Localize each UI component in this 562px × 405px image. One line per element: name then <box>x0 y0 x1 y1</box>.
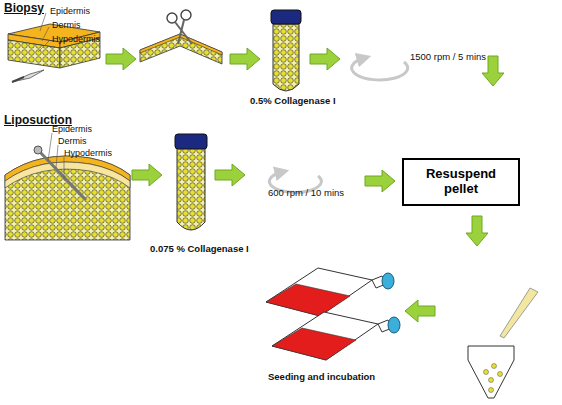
layer-label: Hypodermis <box>52 35 100 45</box>
pellet-tube <box>468 346 514 398</box>
centrifuge-label: 1500 rpm / 5 mins <box>410 52 486 62</box>
centrifuge-label: 600 rpm / 10 mins <box>268 188 344 198</box>
layer-label: Epidermis <box>50 7 90 17</box>
culture-flask <box>272 312 400 360</box>
layer-label: Epidermis <box>52 125 92 135</box>
skin-block <box>8 13 100 68</box>
layer-label: Dermis <box>58 137 87 147</box>
reagent-label: 0.5% Collagenase I <box>250 96 336 106</box>
layer-label: Hypodermis <box>64 149 112 159</box>
scissors-cut <box>140 10 222 64</box>
tube <box>271 10 301 91</box>
culture-flask <box>266 268 394 316</box>
pipette <box>500 288 538 338</box>
lipo-skin <box>5 133 130 240</box>
reagent-label: 0.075 % Collagenase I <box>150 244 249 254</box>
box-text: Resuspend pellet <box>421 167 501 197</box>
step-label: Seeding and incubation <box>268 372 375 382</box>
process-box: Resuspend pellet <box>402 158 520 206</box>
centrifuge-arrow <box>352 58 408 80</box>
section-heading: Biopsy <box>4 2 44 15</box>
layer-label: Dermis <box>52 21 81 31</box>
tube <box>175 134 207 230</box>
scalpel <box>12 70 44 82</box>
